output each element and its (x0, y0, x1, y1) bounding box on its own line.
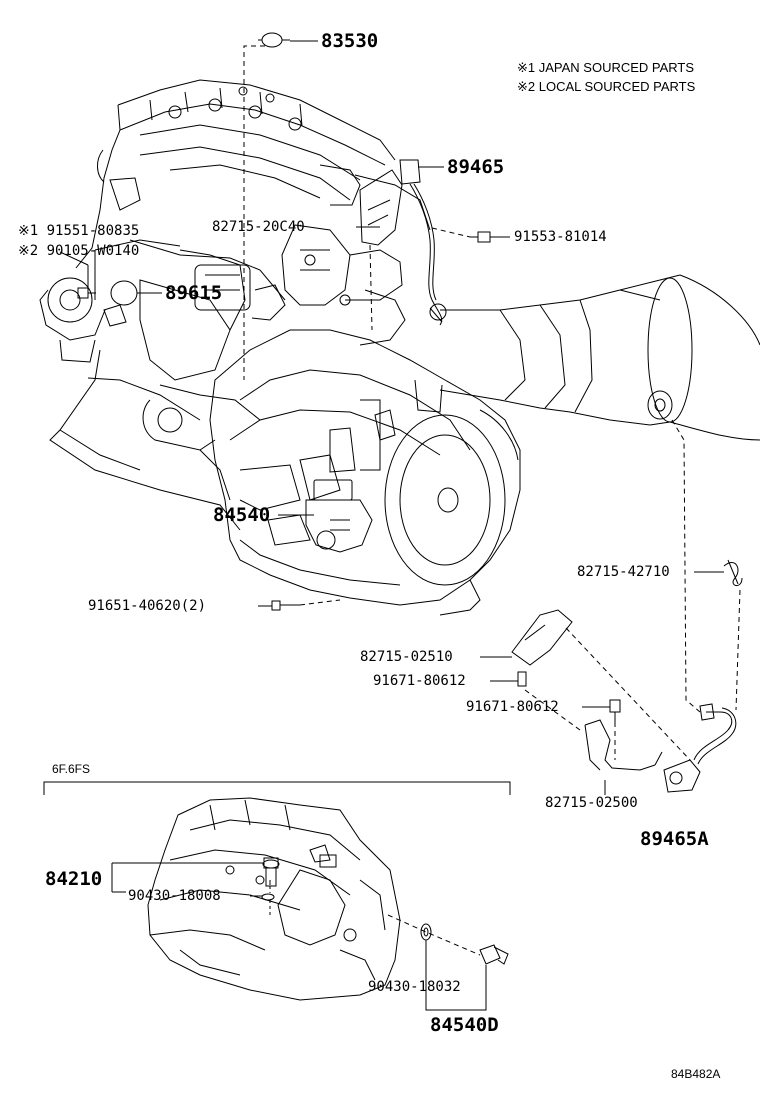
part-label-82715-02510[interactable]: 82715-02510 (360, 649, 453, 665)
dashed-assembly-lines (243, 45, 741, 885)
part-label-91671-80612-b[interactable]: 91671-80612 (466, 699, 559, 715)
part-label-90105-W0140[interactable]: ※2 90105-W0140 (18, 243, 140, 259)
leader-lines (59, 40, 724, 795)
part-label-90430-18008[interactable]: 90430-18008 (128, 888, 221, 904)
part-label-89465A[interactable]: 89465A (640, 828, 709, 850)
part-label-91671-80612-a[interactable]: 91671-80612 (373, 673, 466, 689)
section-label: 6F.6FS (52, 762, 91, 776)
part-label-91651-40620[interactable]: 91651-40620(2) (88, 598, 207, 614)
figure-id: 84B482A (671, 1067, 721, 1081)
part-label-90430-18032[interactable]: 90430-18032 (368, 979, 461, 995)
part-label-82715-20C40[interactable]: 82715-20C40 (212, 219, 305, 235)
fasteners (77, 32, 621, 722)
part-label-84210[interactable]: 84210 (45, 868, 103, 890)
note-japan-sourced: ※1 JAPAN SOURCED PARTS (517, 60, 695, 75)
part-label-89465[interactable]: 89465 (447, 156, 505, 178)
note-local-sourced: ※2 LOCAL SOURCED PARTS (517, 79, 696, 94)
part-label-82715-02500[interactable]: 82715-02500 (545, 795, 638, 811)
part-label-91551-80835[interactable]: ※1 91551-80835 (18, 223, 140, 239)
part-label-82715-42710[interactable]: 82715-42710 (577, 564, 670, 580)
engine-transaxle-drawing (39, 79, 760, 793)
manual-transaxle-drawing (43, 781, 511, 1011)
part-label-89615[interactable]: 89615 (165, 282, 223, 304)
part-label-83530[interactable]: 83530 (321, 30, 379, 52)
part-label-91553-81014[interactable]: 91553-81014 (514, 229, 607, 245)
part-label-84540D[interactable]: 84540D (430, 1014, 499, 1036)
part-label-84540[interactable]: 84540 (213, 504, 271, 526)
